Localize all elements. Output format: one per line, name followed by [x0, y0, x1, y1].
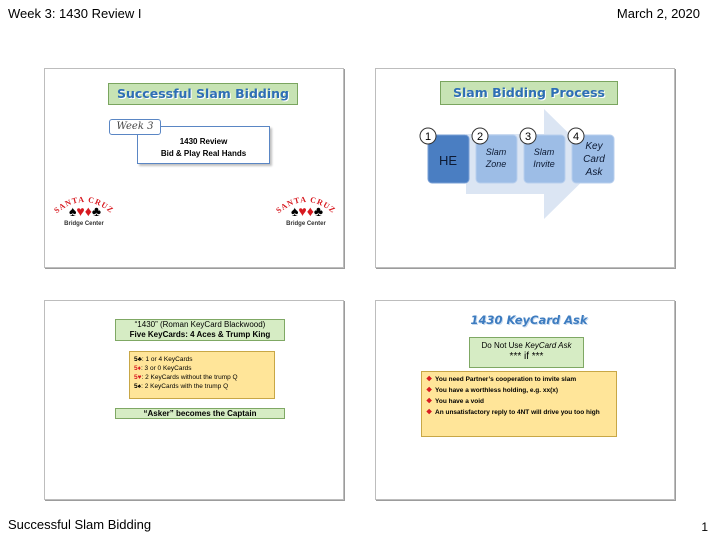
page-number: 1	[701, 520, 708, 534]
keycard-responses: 5♣: 1 or 4 KeyCards 5♦: 3 or 0 KeyCards …	[129, 351, 275, 399]
logo-suits: ♠♥♦♣	[279, 204, 335, 219]
response-row: 5♠: 2 KeyCards with the trump Q	[134, 382, 270, 391]
response-row: 5♥: 2 KeyCards without the trump Q	[134, 373, 270, 382]
step-4-label-line-3: Ask	[585, 167, 604, 178]
list-item: ❖You have a worthless holding, e.g. xx(x…	[426, 385, 612, 396]
step-3-box	[523, 134, 566, 184]
response-bid: 5♠	[134, 383, 142, 390]
condition-text: You have a worthless holding, e.g. xx(x)	[435, 387, 559, 394]
step-4-number: 4	[573, 131, 579, 143]
slide-title: 1430 KeyCard Ask	[470, 313, 588, 327]
slide-thumbnail-3[interactable]: “1430” (Roman KeyCard Blackwood) Five Ke…	[44, 300, 344, 500]
if-line: *** if ***	[509, 351, 544, 362]
logo-subtitle: Bridge Center	[64, 221, 104, 227]
spade-icon: ♠	[68, 203, 77, 219]
response-bid: 5♥	[134, 374, 142, 381]
do-not-use-line: Do Not Use KeyCard Ask	[470, 341, 583, 350]
slide-thumbnail-2[interactable]: Slam Bidding Process 1 2 3 4 HE Slam Zon…	[375, 68, 675, 268]
logo-arc-text: SANTA CRUZ	[274, 195, 336, 215]
heart-icon: ♥	[76, 203, 85, 219]
caption-line-1: “1430” (Roman KeyCard Blackwood)	[134, 320, 266, 329]
logo-arc-text: SANTA CRUZ	[52, 195, 114, 215]
step-3-label-line-2: Invite	[533, 159, 555, 169]
santa-cruz-logo-left: SANTA CRUZ ♠♥♦♣ Bridge Center	[49, 191, 119, 233]
do-not-use-box: Do Not Use KeyCard Ask *** if ***	[469, 337, 584, 368]
condition-text: You need Partner’s cooperation to invite…	[435, 376, 577, 383]
step-1-label: HE	[439, 153, 457, 168]
heart-icon: ♥	[298, 203, 307, 219]
diamond-bullet-icon: ❖	[426, 409, 433, 416]
process-diagram: 1 2 3 4 HE Slam Zone Slam Invite Key Car…	[419, 109, 615, 219]
diamond-icon: ♦	[84, 203, 92, 219]
logo-subtitle: Bridge Center	[286, 221, 326, 227]
week-label: Week 3	[109, 119, 161, 135]
footer-title: Successful Slam Bidding	[8, 517, 152, 532]
slide-thumbnail-4[interactable]: 1430 KeyCard Ask Do Not Use KeyCard Ask …	[375, 300, 675, 500]
slide-title: Successful Slam Bidding	[108, 83, 298, 105]
step-4-box	[571, 134, 615, 184]
do-not-use-keycard: KeyCard Ask	[525, 341, 572, 350]
list-item: ❖An unsatisfactory reply to 4NT will dri…	[426, 407, 612, 418]
list-item: ❖You need Partner’s cooperation to invit…	[426, 374, 612, 385]
response-text: : 2 KeyCards without the trump Q	[141, 374, 238, 381]
slide-thumbnail-1[interactable]: Successful Slam Bidding 1430 Review Bid …	[44, 68, 344, 268]
step-4-label-line-2: Card	[583, 154, 605, 165]
step-2-number: 2	[477, 131, 483, 143]
santa-cruz-logo-right: SANTA CRUZ ♠♥♦♣ Bridge Center	[271, 191, 341, 233]
step-2-number-badge	[471, 127, 489, 145]
diamond-bullet-icon: ❖	[426, 376, 433, 383]
response-text: : 2 KeyCards with the trump Q	[141, 383, 229, 390]
step-3-number-badge	[519, 127, 537, 145]
club-icon: ♣	[313, 203, 324, 219]
spade-icon: ♠	[290, 203, 299, 219]
review-line-2: Bid & Play Real Hands	[160, 149, 247, 158]
diamond-bullet-icon: ❖	[426, 387, 433, 394]
step-2-box	[475, 134, 518, 184]
step-1-box	[427, 134, 470, 184]
condition-text: An unsatisfactory reply to 4NT will driv…	[435, 409, 600, 416]
blackwood-caption: “1430” (Roman KeyCard Blackwood) Five Ke…	[115, 319, 285, 341]
review-line-1: 1430 Review	[179, 137, 228, 146]
diamond-bullet-icon: ❖	[426, 398, 433, 405]
asker-caption: “Asker” becomes the Captain	[115, 408, 285, 419]
slide-title: Slam Bidding Process	[440, 81, 618, 105]
conditions-list: ❖You need Partner’s cooperation to invit…	[421, 371, 617, 437]
response-bid: 5♣	[134, 356, 142, 363]
response-bid: 5♦	[134, 365, 141, 372]
header-title: Week 3: 1430 Review I	[8, 6, 142, 21]
response-text: : 3 or 0 KeyCards	[140, 365, 192, 372]
step-4-number-badge	[567, 127, 585, 145]
club-icon: ♣	[91, 203, 102, 219]
step-4-label-line-1: Key	[585, 141, 603, 152]
response-row: 5♣: 1 or 4 KeyCards	[134, 355, 270, 364]
do-not-use-prefix: Do Not Use	[481, 341, 526, 350]
step-2-label-line-1: Slam	[486, 147, 507, 157]
caption-line-2: Five KeyCards: 4 Aces & Trump King	[129, 330, 271, 339]
response-text: : 1 or 4 KeyCards	[141, 356, 193, 363]
condition-text: You have a void	[435, 398, 485, 405]
list-item: ❖You have a void	[426, 396, 612, 407]
step-3-label-line-1: Slam	[534, 147, 555, 157]
header-date: March 2, 2020	[616, 6, 700, 21]
step-1-number-badge	[419, 127, 437, 145]
step-1-number: 1	[425, 131, 431, 143]
response-row: 5♦: 3 or 0 KeyCards	[134, 364, 270, 373]
step-3-number: 3	[525, 131, 531, 143]
step-2-label-line-2: Zone	[485, 159, 507, 169]
diamond-icon: ♦	[306, 203, 314, 219]
logo-suits: ♠♥♦♣	[57, 204, 113, 219]
